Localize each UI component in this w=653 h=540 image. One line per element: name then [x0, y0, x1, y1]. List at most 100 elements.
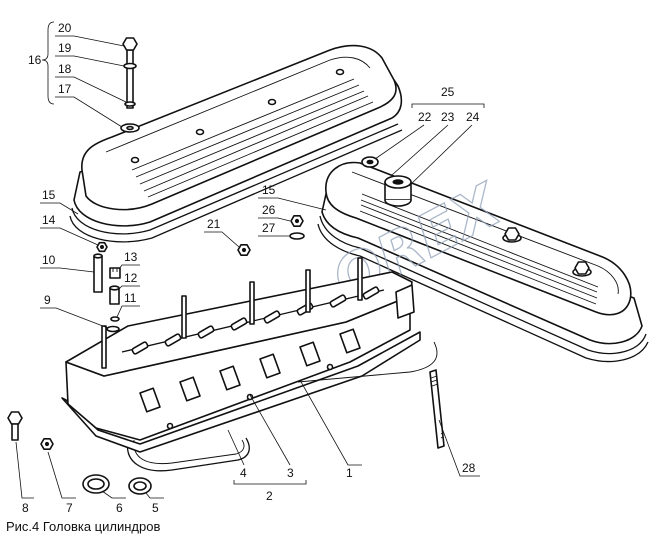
nut-21-hole [241, 247, 247, 253]
small-parts-bottom [7, 411, 152, 495]
callout-7: 7 [66, 501, 73, 515]
nut-26-hole [294, 218, 300, 224]
cover-bolt-head [504, 227, 520, 241]
plug-8-head [7, 411, 23, 425]
spring-washer [123, 62, 137, 70]
callout-6: 6 [116, 501, 123, 515]
head-stud [305, 269, 311, 313]
callout-5: 5 [152, 501, 159, 515]
figure-caption: Рис.4 Головка цилиндров [6, 519, 161, 534]
head-outlet-flange [395, 284, 415, 319]
callout-20: 20 [58, 21, 72, 35]
leader-20 [55, 35, 125, 47]
pushrod-tube-10-end [93, 253, 103, 259]
callout-25: 25 [441, 85, 455, 99]
valve-cover-right-gasket-inner [319, 215, 647, 355]
leader-26 [258, 217, 291, 222]
head-bolt-boss [326, 363, 334, 371]
long-stud [429, 369, 445, 449]
leader-24 [408, 124, 473, 187]
ring-6-inner [87, 478, 105, 490]
leader-22 [374, 124, 425, 160]
nut-14-hole [100, 245, 104, 249]
callout-14: 14 [42, 213, 56, 227]
leader-23 [391, 124, 449, 176]
leader-13 [118, 264, 140, 270]
callout-26: 26 [262, 203, 276, 217]
head-port [299, 341, 321, 367]
rocker-arm [197, 325, 215, 339]
callout-22: 22 [418, 110, 432, 124]
leader-9 [40, 307, 109, 329]
cover-bolt-assembly [120, 37, 140, 133]
callout-12: 12 [124, 271, 138, 285]
head-port [259, 353, 281, 379]
valve-cover-left-hole [130, 156, 140, 164]
callout-4: 4 [240, 466, 247, 480]
cover-bolt-head [574, 261, 590, 275]
callout-11: 11 [124, 291, 137, 305]
leader-1 [299, 379, 362, 466]
oil-filler-cap-center [392, 179, 404, 185]
callout-1: 1 [346, 466, 353, 480]
bracket-2 [233, 480, 307, 485]
leader-28 [438, 419, 480, 477]
long-stud-thread [430, 375, 444, 439]
bolt-seal-ring [124, 101, 136, 107]
valve-cover-left-hole [335, 68, 345, 76]
small-parts-left [93, 241, 121, 333]
callout-9: 9 [44, 293, 51, 307]
valve-cover-left-plateau-edge [105, 56, 371, 153]
callouts: 20 19 18 17 16 15 14 10 13 12 11 9 8 7 6… [22, 21, 480, 515]
valve-cover-left [69, 44, 403, 243]
callout-19: 19 [58, 41, 72, 55]
callout-24: 24 [466, 110, 480, 124]
callout-8: 8 [22, 501, 29, 515]
callout-28: 28 [462, 461, 476, 475]
rocker-arm [263, 310, 281, 324]
callout-3: 3 [287, 466, 294, 480]
callout-10: 10 [42, 253, 56, 267]
callout-16: 16 [28, 53, 42, 67]
callout-15-left: 15 [42, 188, 56, 202]
leader-15-middle [258, 197, 327, 211]
rocker-arm [362, 286, 380, 300]
head-bolt-boss [166, 422, 174, 430]
seal-wire [297, 341, 438, 383]
washer-11 [110, 316, 120, 322]
oil-filler-assembly [361, 156, 412, 207]
head-port [139, 387, 161, 413]
washer-27 [289, 232, 305, 240]
small-parts-middle [237, 215, 305, 256]
callout-17: 17 [58, 82, 72, 96]
callout-27: 27 [262, 221, 276, 235]
leader-4 [227, 429, 245, 466]
leader-18 [55, 76, 127, 103]
pushrod-tube-10 [93, 255, 103, 293]
head-stud [249, 281, 255, 325]
brace-16 [41, 21, 55, 105]
head-lower-seal-ring-outer [126, 437, 250, 472]
valve-cover-left-top [81, 44, 397, 211]
cover-bolt-shaft [126, 49, 134, 109]
leader-11 [116, 305, 140, 318]
leader-14 [40, 227, 99, 246]
head-studs [101, 257, 363, 369]
leader-lines [15, 21, 485, 499]
valve-cover-right-gasket-outer [317, 223, 649, 363]
leader-5 [145, 492, 164, 499]
head-ports [139, 328, 361, 430]
valve-cover-left-ribs [131, 78, 374, 198]
leader-8 [15, 441, 34, 499]
cylinder-head [61, 257, 438, 472]
leader-17 [55, 96, 123, 128]
nut-7-hole [44, 441, 50, 447]
leader-10 [40, 267, 95, 273]
rocker-arm [329, 294, 347, 308]
rocker-arm [164, 333, 182, 347]
callout-13: 13 [124, 250, 138, 264]
head-stud [181, 295, 187, 339]
castle-nut-13 [109, 267, 121, 279]
rocker-arms [131, 286, 380, 355]
